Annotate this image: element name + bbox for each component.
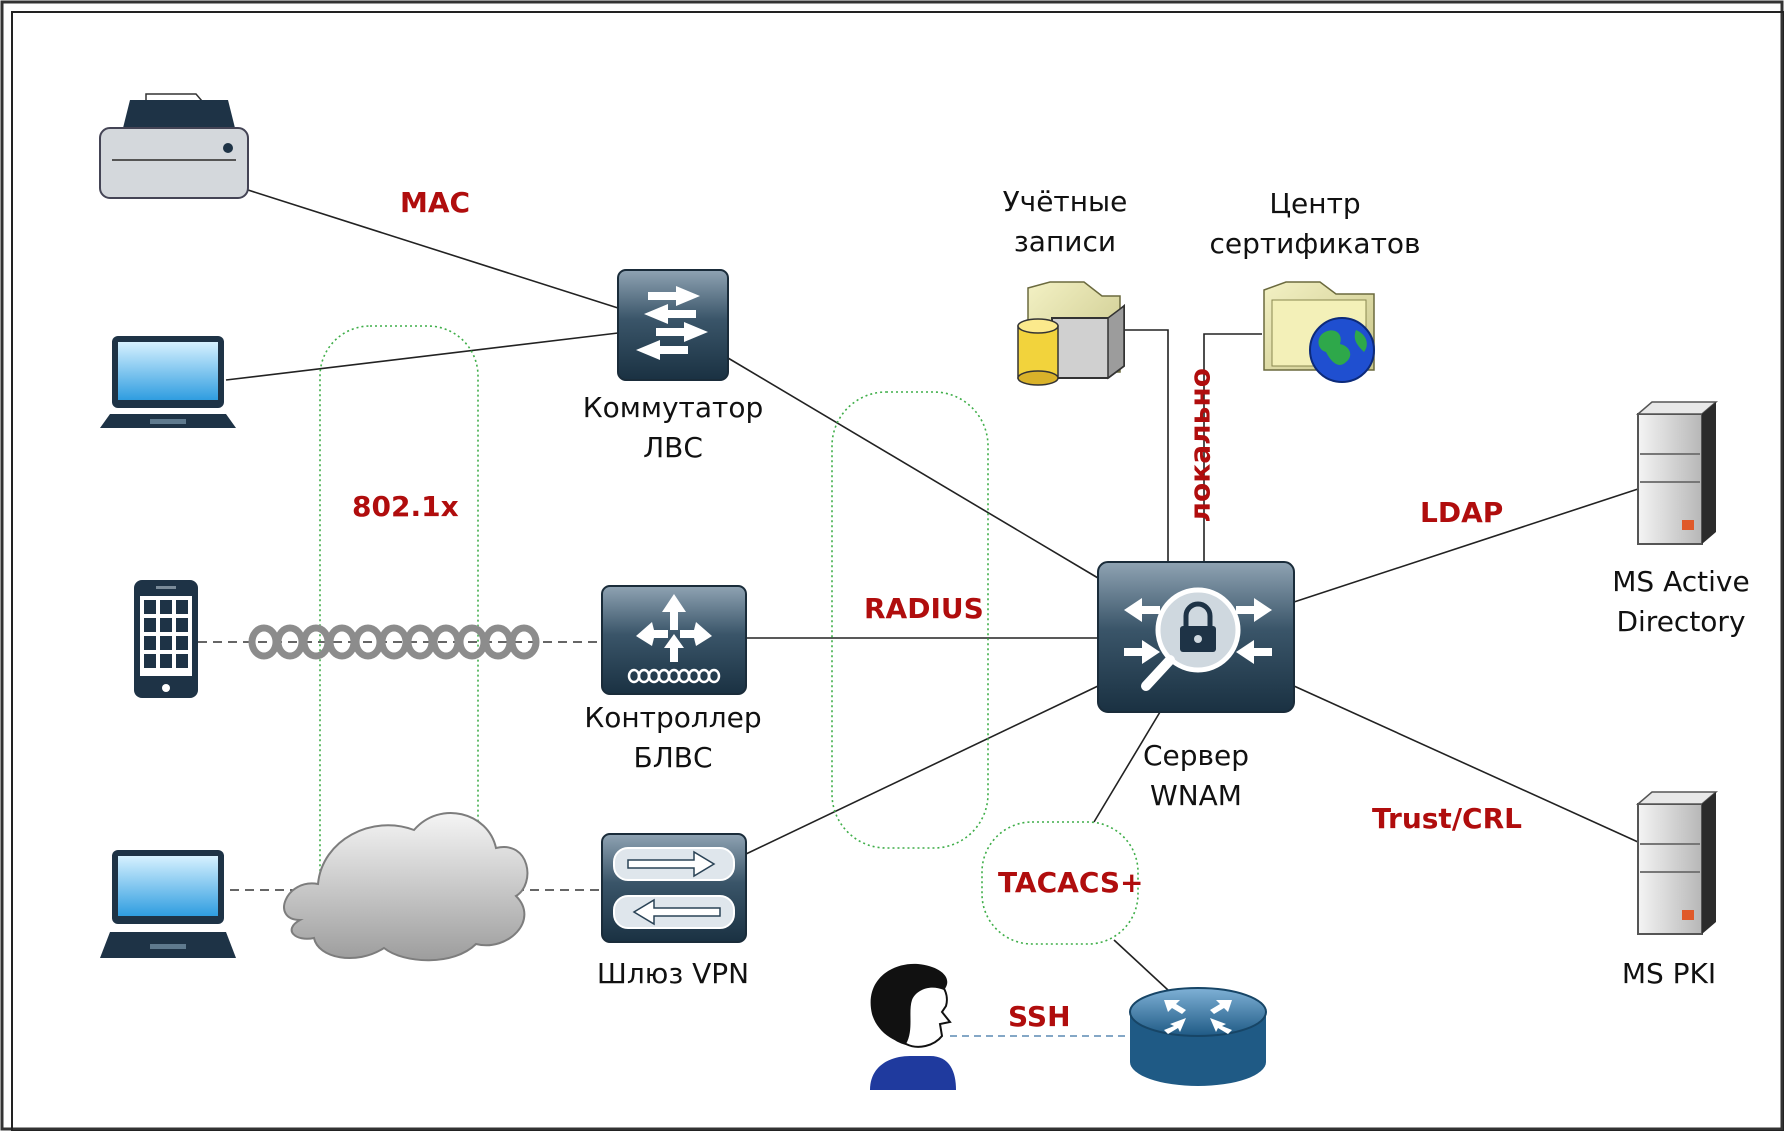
tacacs-protocol-label: TACACS+ — [998, 866, 1144, 899]
tacacs-zone — [981, 821, 1139, 945]
router-icon — [1129, 987, 1267, 1086]
vpn-gateway-icon — [601, 833, 747, 943]
local-protocol-label: локально — [1183, 368, 1217, 523]
tacacs-router-line — [1113, 939, 1169, 991]
wireless-link-icon — [248, 624, 540, 660]
ldap-protocol-label: LDAP — [1420, 496, 1504, 529]
ms-pki-label: MS PKI — [1621, 957, 1717, 990]
printer-icon — [99, 93, 249, 199]
server-tacacs-line — [1093, 711, 1161, 823]
dot1x-protocol-label: 802.1x — [352, 490, 459, 523]
smartphone-icon — [134, 580, 198, 698]
vpn-server-line — [745, 685, 1099, 855]
server-ca-line — [1203, 333, 1262, 562]
wireless-controller-icon — [601, 585, 747, 695]
ad-server-icon — [1635, 401, 1719, 545]
printer-switch-line — [247, 189, 619, 309]
vpn-gateway-label: Шлюз VPN — [596, 957, 750, 990]
server-accounts-line — [1120, 329, 1169, 562]
lan-switch-icon — [617, 269, 729, 381]
user-accounts-icon — [1017, 281, 1125, 386]
trust-crl-protocol-label: Trust/CRL — [1372, 802, 1522, 835]
mac-protocol-label: MAC — [400, 186, 471, 219]
radius-zone — [831, 391, 989, 849]
switch-server-line — [727, 357, 1099, 579]
certificate-authority-icon — [1263, 281, 1375, 383]
ssh-protocol-label: SSH — [1008, 1000, 1071, 1033]
radius-protocol-label: RADIUS — [864, 592, 984, 625]
server-pki-line — [1293, 685, 1639, 843]
internet-cloud-icon — [283, 812, 529, 962]
pki-server-icon — [1635, 791, 1719, 935]
laptop-switch-line — [225, 332, 619, 381]
server-ad-line — [1293, 488, 1639, 603]
admin-user-icon — [870, 963, 956, 1090]
connection-lines — [225, 189, 1639, 991]
laptop-top-icon — [100, 336, 236, 428]
inner-border — [11, 11, 1784, 1131]
laptop-bottom-icon — [100, 850, 236, 958]
wnam-server-icon — [1097, 561, 1295, 713]
